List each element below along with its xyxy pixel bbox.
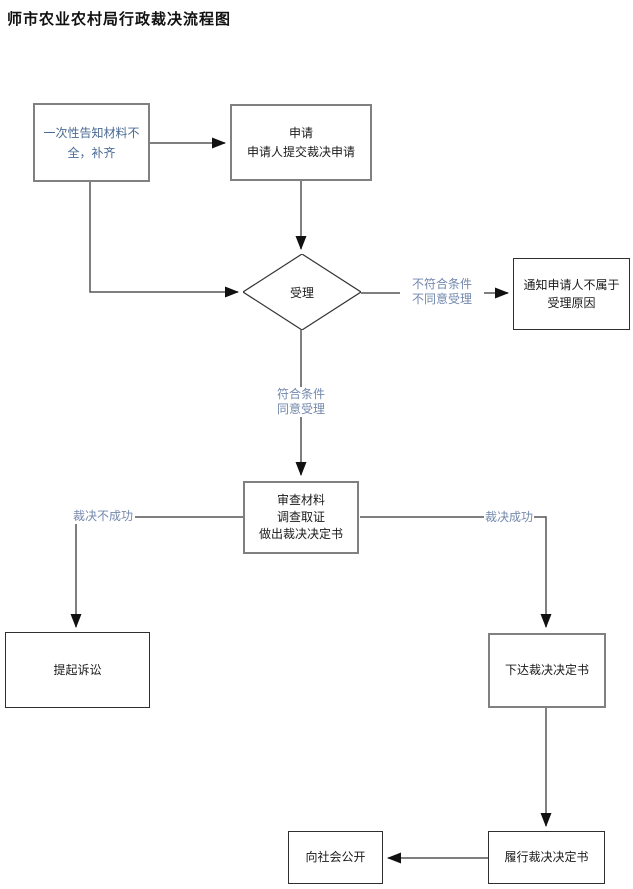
edge-label-reject-line1: 不符合条件 (411, 277, 472, 291)
diamond-shape-icon (243, 254, 361, 330)
node-perform-label: 履行裁决决定书 (504, 850, 589, 864)
edge-label-fail: 裁决不成功 (71, 509, 135, 524)
node-apply-line2: 申请人提交裁决申请 (246, 144, 355, 159)
node-review-line3: 做出裁决决定书 (258, 527, 343, 541)
node-review-line1: 审查材料 (276, 493, 325, 507)
node-lawsuit: 提起诉讼 (5, 632, 150, 708)
node-issue-decision: 下达裁决决定书 (488, 633, 606, 708)
edge-label-approve-line2: 同意受理 (276, 402, 325, 416)
node-issue-label: 下达裁决决定书 (504, 663, 589, 677)
node-notify-line1: 通知申请人不属于 (523, 278, 620, 292)
page-title: 师市农业农村局行政裁决流程图 (7, 11, 232, 28)
node-notify-reason: 通知申请人不属于 受理原因 (513, 258, 630, 330)
edge-label-approve-line1: 符合条件 (276, 387, 325, 401)
node-publish: 向社会公开 (288, 831, 383, 884)
edge-label-reject: 不符合条件 不同意受理 (400, 277, 484, 307)
node-publish-label: 向社会公开 (305, 850, 366, 864)
node-lawsuit-label: 提起诉讼 (53, 662, 102, 677)
node-accept-decision: 受理 (243, 254, 361, 330)
node-notice-line2: 全，补齐 (67, 145, 116, 160)
node-notify-line2: 受理原因 (547, 296, 596, 310)
node-apply: 申请 申请人提交裁决申请 (230, 104, 372, 181)
edge-label-reject-line2: 不同意受理 (411, 292, 472, 306)
edge-label-success: 裁决成功 (484, 510, 534, 525)
node-accept-label: 受理 (289, 285, 314, 300)
node-perform-decision: 履行裁决决定书 (488, 831, 605, 884)
node-review: 审查材料 调查取证 做出裁决决定书 (243, 481, 359, 554)
node-apply-line1: 申请 (288, 125, 313, 140)
node-notice-incomplete: 一次性告知材料不 全，补齐 (33, 103, 150, 182)
node-notice-line1: 一次性告知材料不 (43, 125, 140, 140)
edge-label-approve: 符合条件 同意受理 (269, 387, 333, 417)
node-review-line2: 调查取证 (276, 510, 325, 524)
